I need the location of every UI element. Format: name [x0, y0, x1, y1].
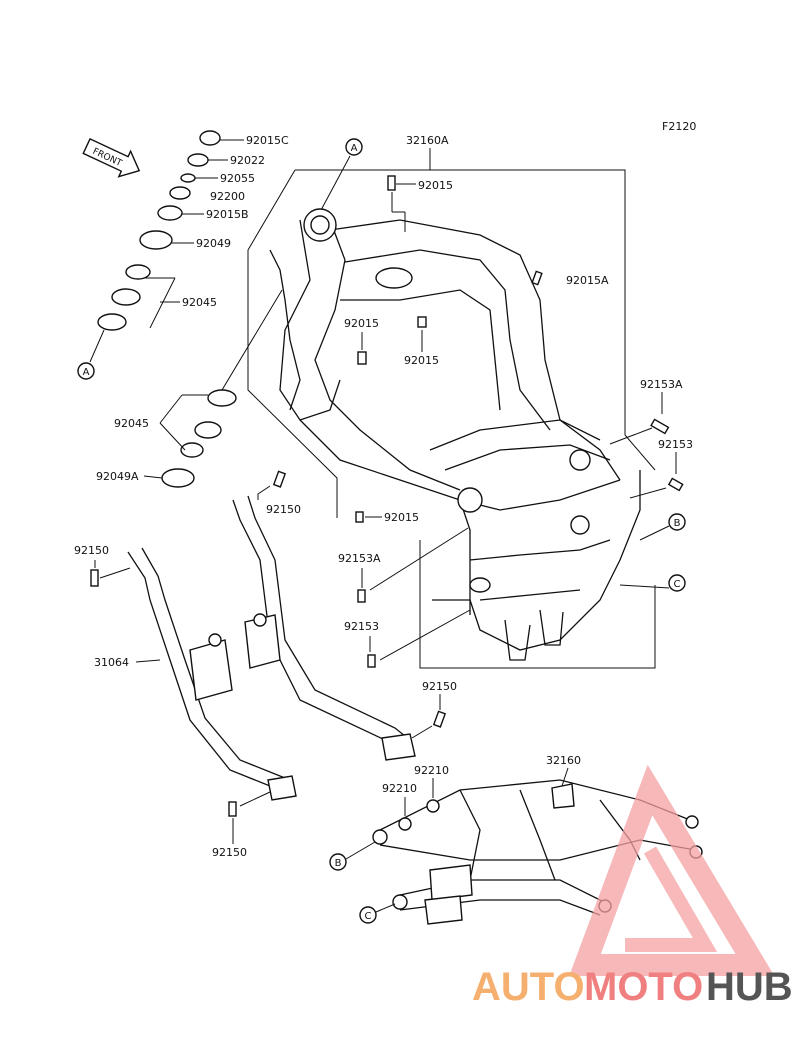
label-92150-right: 92150: [422, 680, 457, 693]
bolt-92015a: [531, 270, 543, 286]
part-92210-left: [398, 817, 412, 831]
label-92153-right: 92153: [658, 438, 693, 451]
watermark-logo: AUTO MOTO HUB: [472, 764, 793, 1009]
bolt-92015-top: [387, 175, 396, 191]
ref-c-rear-label: C: [365, 911, 372, 922]
part-92015c-nut: [199, 130, 221, 146]
ref-a-frame-label: A: [351, 143, 358, 154]
ref-b-frame-label: B: [674, 518, 681, 529]
part-92045-bearing-top: [111, 288, 141, 306]
label-92015b: 92015B: [206, 208, 249, 221]
part-92055-oring: [180, 173, 196, 183]
label-92150-left: 92150: [74, 544, 109, 557]
part-92045-race-top: [125, 264, 151, 280]
label-92210-left: 92210: [382, 782, 417, 795]
ref-a-frame: [345, 138, 363, 156]
figure-code: F2120: [662, 120, 696, 133]
ref-b-frame: [668, 513, 686, 531]
label-92153a-center: 92153A: [338, 552, 381, 565]
bolt-92153a-center: [357, 589, 366, 603]
part-92045-cup-top: [97, 313, 127, 331]
label-31064: 31064: [94, 656, 129, 669]
bolt-92015-mid: [417, 316, 427, 328]
label-92150-bottom: 92150: [212, 846, 247, 859]
bolt-92150-left: [90, 569, 99, 587]
label-92015-mid-left: 92015: [344, 317, 379, 330]
front-arrow-icon: FRONT: [82, 137, 141, 178]
label-92049a: 92049A: [96, 470, 139, 483]
down-tube-assembly: [127, 495, 416, 801]
lower-bearing-stack: [161, 389, 237, 488]
label-92045-top: 92045: [182, 296, 217, 309]
label-92153a-right: 92153A: [640, 378, 683, 391]
ref-a-left: [77, 362, 95, 380]
label-92022: 92022: [230, 154, 265, 167]
label-92015-mid: 92015: [404, 354, 439, 367]
label-32160a: 32160A: [406, 134, 449, 147]
steering-stack: [97, 130, 221, 331]
ref-b-rear-label: B: [335, 858, 342, 869]
part-92045-cup-bottom: [207, 389, 237, 407]
bolt-92015-mid-left: [357, 351, 367, 365]
ref-a-left-label: A: [83, 367, 90, 378]
label-92210-top: 92210: [414, 764, 449, 777]
ref-c-frame-label: C: [674, 579, 681, 590]
bolt-92153-center: [367, 654, 376, 668]
part-92022-washer: [187, 153, 209, 167]
label-92055: 92055: [220, 172, 255, 185]
bolt-92153a-right: [650, 418, 670, 435]
label-92015c: 92015C: [246, 134, 289, 147]
part-92049-seal: [139, 230, 173, 250]
bolt-92150-top: [272, 470, 287, 488]
bolt-92153-right: [667, 477, 684, 492]
main-frame-32160a: [269, 208, 641, 661]
ref-b-rear: [329, 853, 347, 871]
watermark-part2: MOTO: [584, 965, 703, 1009]
label-92150-top: 92150: [266, 503, 301, 516]
part-92045-race-bottom: [180, 442, 204, 458]
label-32160: 32160: [546, 754, 581, 767]
label-92049: 92049: [196, 237, 231, 250]
ref-c-rear: [359, 906, 377, 924]
part-92210-top: [426, 799, 440, 813]
part-92015b-nut: [157, 205, 183, 221]
watermark-part1: AUTO: [472, 965, 585, 1009]
watermark-part3: HUB: [706, 965, 793, 1009]
bolt-92150-bottom: [228, 801, 237, 817]
label-92200: 92200: [210, 190, 245, 203]
part-92049a-seal: [161, 468, 195, 488]
label-92045-bottom: 92045: [114, 417, 149, 430]
ref-c-frame: [668, 574, 686, 592]
bolt-92015-lower: [355, 511, 364, 523]
label-92015a: 92015A: [566, 274, 609, 287]
part-92045-bearing-bottom: [194, 421, 222, 439]
label-92153-center: 92153: [344, 620, 379, 633]
label-92015-lower: 92015: [384, 511, 419, 524]
part-92200-washer: [169, 186, 191, 200]
bolt-92150-right: [432, 710, 447, 728]
label-92015-top: 92015: [418, 179, 453, 192]
